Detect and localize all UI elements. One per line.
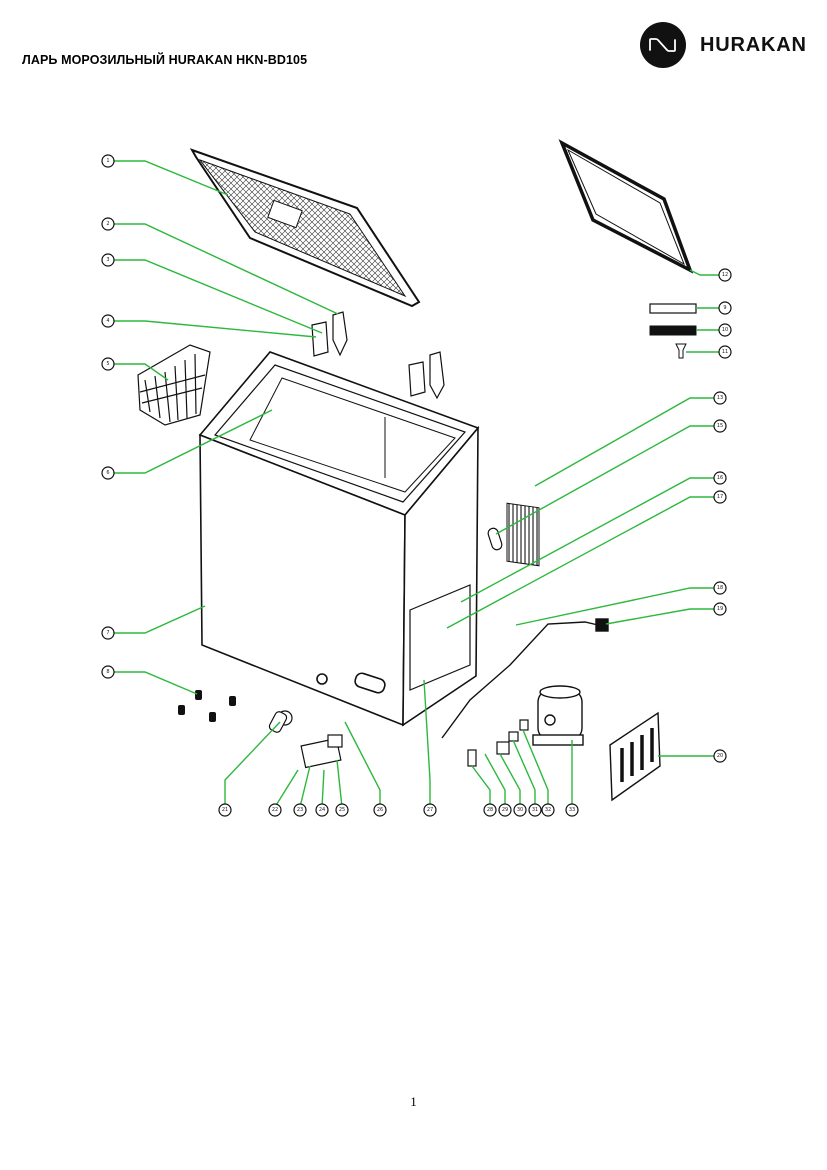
- callout-number: 16: [717, 475, 723, 481]
- label-plate-2-part: [649, 325, 697, 336]
- callout-b-pipe: [423, 803, 437, 817]
- callout-number: 9: [723, 305, 726, 311]
- callout-number: 6: [106, 470, 109, 476]
- callout-capillary-1: [713, 471, 727, 485]
- callout-number: 19: [717, 606, 723, 612]
- callout-dryer-filter: [713, 581, 727, 595]
- callout-b-relay-4: [541, 803, 555, 817]
- callout-number: 27: [427, 807, 433, 813]
- callout-b-drain: [218, 803, 232, 817]
- callout-label-plate-2: [718, 323, 732, 337]
- callout-screw: [718, 345, 732, 359]
- callout-number: 24: [319, 807, 325, 813]
- callout-cabinet-light: [101, 466, 115, 480]
- hurakan-wave-logo-icon: [640, 22, 686, 68]
- callout-cabinet-body: [101, 626, 115, 640]
- callout-number: 20: [717, 753, 723, 759]
- callout-number: 18: [717, 585, 723, 591]
- leader-lines: [113, 160, 722, 808]
- callout-number: 15: [717, 423, 723, 429]
- callout-number: 7: [106, 630, 109, 636]
- callout-b-knob-4: [335, 803, 349, 817]
- document-title: ЛАРЬ МОРОЗИЛЬНЫЙ HURAKAN HKN-BD105: [22, 53, 308, 67]
- callout-number: 10: [722, 327, 728, 333]
- electrical-parts: [467, 719, 529, 767]
- compressor-part: [532, 685, 584, 746]
- callout-side-grille: [713, 749, 727, 763]
- callout-number: 32: [545, 807, 551, 813]
- callout-number: 23: [297, 807, 303, 813]
- callout-number: 2: [106, 221, 109, 227]
- callout-number: 5: [106, 361, 109, 367]
- callout-b-knob-1: [268, 803, 282, 817]
- callout-number: 25: [339, 807, 345, 813]
- callout-b-capacitor: [483, 803, 497, 817]
- callout-b-knob-2: [293, 803, 307, 817]
- callout-number: 13: [717, 395, 723, 401]
- cabinet-part: [198, 351, 480, 727]
- gasket-part: [558, 139, 694, 274]
- drain-plug-part: [487, 527, 503, 551]
- basket-part: [137, 344, 211, 426]
- callout-gasket: [718, 268, 732, 282]
- side-grille-part: [609, 711, 661, 802]
- callout-drain-plug: [713, 419, 727, 433]
- callout-number: 21: [222, 807, 228, 813]
- callout-number: 3: [106, 257, 109, 263]
- callout-number: 26: [377, 807, 383, 813]
- callout-b-knob-3: [315, 803, 329, 817]
- hinge-parts: [311, 311, 445, 400]
- label-plate-1-part: [649, 303, 697, 314]
- callout-b-relay-1: [498, 803, 512, 817]
- condenser-part: [506, 502, 540, 567]
- thermostat-part: [268, 710, 343, 769]
- callout-b-thermostat: [373, 803, 387, 817]
- brand-name: HURAKAN: [700, 33, 807, 56]
- power-cord-part: [441, 618, 609, 739]
- callout-number: 22: [272, 807, 278, 813]
- screw-part: [675, 343, 687, 359]
- lid-part: [189, 148, 421, 308]
- callout-number: 11: [722, 349, 728, 355]
- callout-feet: [101, 665, 115, 679]
- callout-hinge-cover: [101, 217, 115, 231]
- callout-basket: [101, 357, 115, 371]
- callout-number: 33: [569, 807, 575, 813]
- callout-label-plate-1: [718, 301, 732, 315]
- callout-number: 30: [517, 807, 523, 813]
- callout-lid: [101, 154, 115, 168]
- callout-capillary-2: [713, 490, 727, 504]
- callout-b-relay-2: [513, 803, 527, 817]
- callout-b-compressor: [565, 803, 579, 817]
- callout-number: 1: [106, 158, 109, 164]
- callout-number: 12: [722, 272, 728, 278]
- callout-number: 4: [106, 318, 109, 324]
- callout-number: 17: [717, 494, 723, 500]
- callout-hinge-left: [101, 253, 115, 267]
- callout-power-cord: [713, 602, 727, 616]
- callout-number: 29: [502, 807, 508, 813]
- page-number: 1: [410, 1094, 417, 1109]
- callout-number: 8: [106, 669, 109, 675]
- brand-logo: HURAKAN: [640, 22, 807, 68]
- feet-parts: [178, 690, 236, 722]
- callout-hinge-bracket: [101, 314, 115, 328]
- callout-condenser: [713, 391, 727, 405]
- callout-number: 31: [532, 807, 538, 813]
- callout-number: 28: [487, 807, 493, 813]
- callout-b-relay-3: [528, 803, 542, 817]
